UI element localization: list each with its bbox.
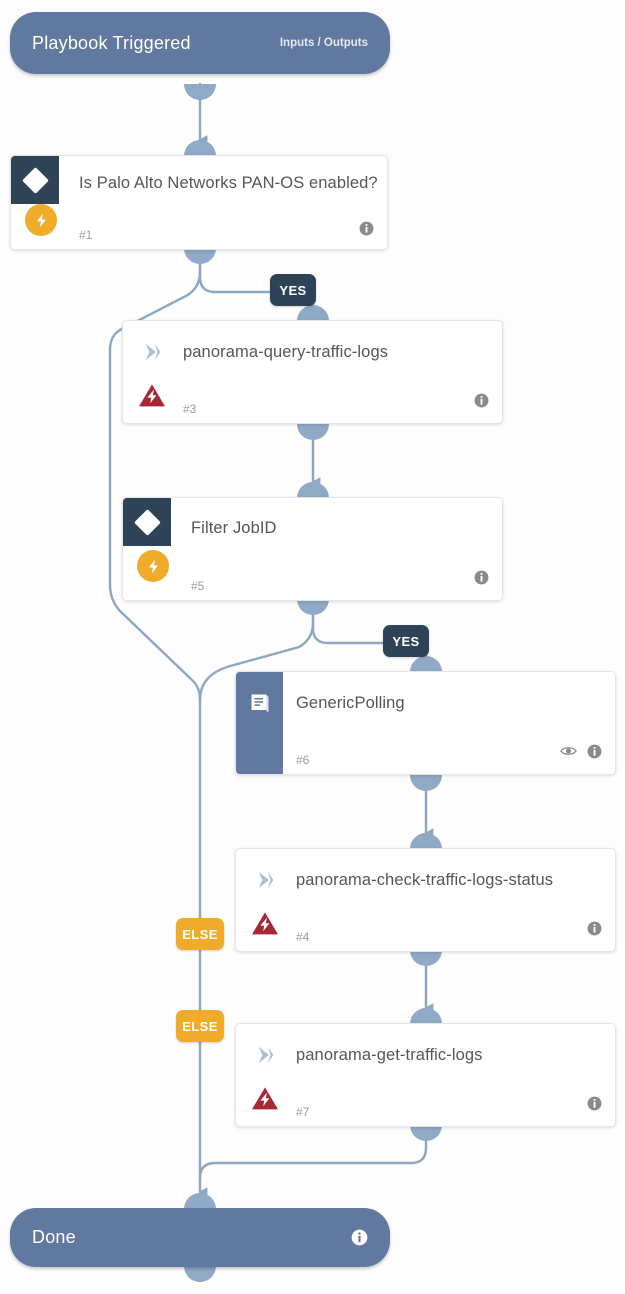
connector-out-3 (297, 424, 329, 440)
connector-out-7 (410, 1125, 442, 1141)
connector-out-1 (184, 248, 216, 264)
connector-out-start (184, 84, 216, 100)
info-icon[interactable] (587, 921, 602, 936)
connector-in-4 (410, 833, 442, 849)
edge-7-to-done (198, 1123, 428, 1180)
eye-icon[interactable] (560, 745, 577, 757)
connector-in-3 (297, 305, 329, 321)
node-playbook-triggered[interactable]: Playbook Triggered Inputs / Outputs (10, 12, 390, 74)
connector-out-done (184, 1266, 216, 1282)
info-icon[interactable] (359, 221, 374, 236)
node-task-7[interactable]: panorama-get-traffic-logs #7 (235, 1023, 616, 1127)
branch-label-text: ELSE (182, 1018, 218, 1034)
warning-triangle-icon (139, 384, 165, 407)
diamond-icon (11, 156, 59, 204)
start-node-title: Playbook Triggered (32, 32, 191, 53)
branch-label-text: ELSE (182, 926, 218, 942)
task-3-number: #3 (183, 402, 197, 416)
task-3-title: panorama-query-traffic-logs (183, 343, 389, 361)
branch-label-else-5[interactable]: ELSE (176, 1010, 224, 1042)
diamond-icon (123, 498, 171, 546)
info-icon[interactable] (587, 1096, 602, 1111)
warning-triangle-icon (252, 1087, 278, 1110)
task-7-title: panorama-get-traffic-logs (296, 1046, 483, 1064)
connector-in-1 (184, 140, 216, 156)
branch-label-yes-1[interactable]: YES (270, 274, 316, 306)
connector-discs (184, 84, 442, 1282)
lightning-bolt-icon (137, 550, 169, 582)
connector-in-5 (297, 482, 329, 498)
chevron-right-icon (258, 1046, 274, 1064)
node-task-5[interactable]: Filter JobID #5 (122, 497, 503, 601)
node-task-6[interactable]: GenericPolling #6 (235, 671, 616, 775)
task-4-title: panorama-check-traffic-logs-status (296, 871, 554, 889)
connector-in-7 (410, 1008, 442, 1024)
node-task-3[interactable]: panorama-query-traffic-logs #3 (122, 320, 503, 424)
task-5-number: #5 (191, 579, 205, 593)
inputs-outputs-link[interactable]: Inputs / Outputs (279, 37, 368, 49)
task-1-title: Is Palo Alto Networks PAN-OS enabled? (79, 174, 378, 192)
info-icon[interactable] (474, 570, 489, 585)
info-icon[interactable] (474, 393, 489, 408)
node-task-4[interactable]: panorama-check-traffic-logs-status #4 (235, 848, 616, 952)
connector-out-6 (410, 775, 442, 791)
connector-out-5 (297, 599, 329, 615)
end-node-title: Done (32, 1227, 76, 1247)
node-task-1[interactable]: Is Palo Alto Networks PAN-OS enabled? #1 (10, 155, 388, 250)
connector-in-6 (410, 656, 442, 672)
task-6-number: #6 (296, 753, 310, 767)
branch-label-text: YES (279, 282, 307, 298)
connector-out-4 (410, 950, 442, 966)
lightning-bolt-icon (25, 204, 57, 236)
edge-5-else-to-done (198, 597, 315, 702)
task-5-title: Filter JobID (191, 519, 277, 537)
task-7-number: #7 (296, 1105, 310, 1119)
edge-1-else-to-done (108, 246, 202, 1154)
branch-label-yes-5[interactable]: YES (383, 625, 429, 657)
branch-label-else-1[interactable]: ELSE (176, 918, 224, 950)
chevron-right-icon (145, 343, 161, 361)
task-1-number: #1 (79, 228, 93, 242)
task-6-title: GenericPolling (296, 694, 405, 712)
task-4-number: #4 (296, 930, 310, 944)
info-icon[interactable] (587, 744, 602, 759)
branch-label-text: YES (392, 633, 420, 649)
connector-in-done (184, 1193, 216, 1209)
playbook-book-icon (236, 672, 283, 774)
node-done[interactable]: Done (10, 1208, 390, 1267)
chevron-right-icon (258, 871, 274, 889)
warning-triangle-icon (252, 912, 278, 935)
info-icon[interactable] (351, 1229, 368, 1246)
